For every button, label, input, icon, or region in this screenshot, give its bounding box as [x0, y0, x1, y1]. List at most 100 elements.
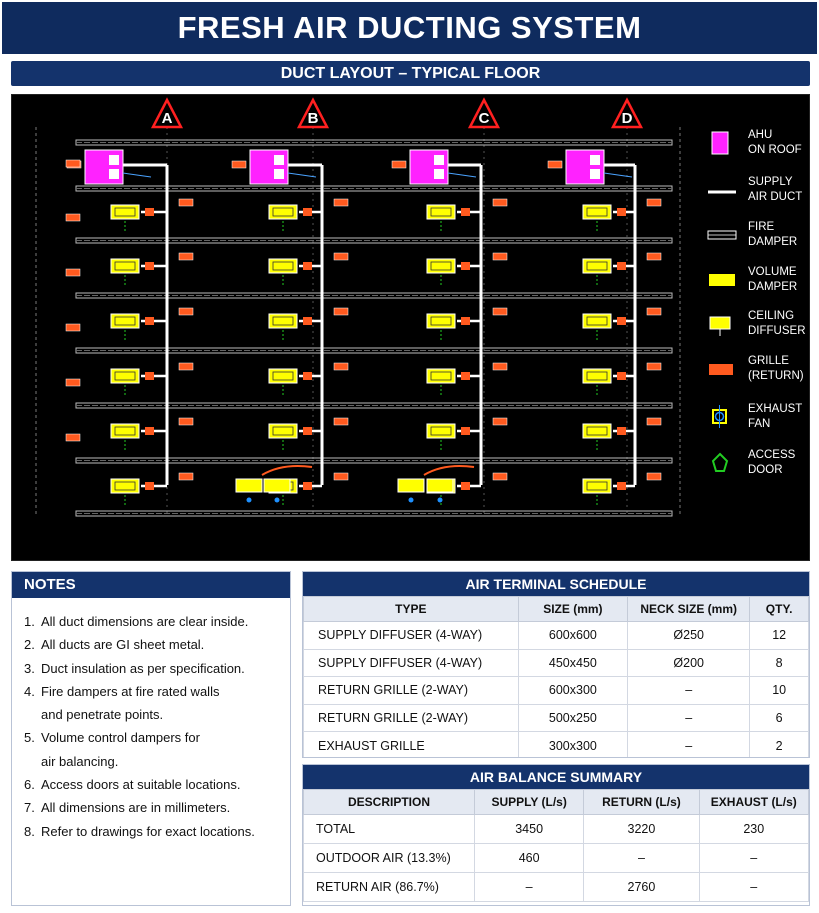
branch-grille [145, 372, 154, 380]
ahu-detail [590, 169, 600, 179]
ahu-detail [109, 169, 119, 179]
note-number: 6. [24, 777, 35, 793]
branch-grille [145, 208, 154, 216]
volume-damper [110, 258, 140, 274]
note-item: 8.Refer to drawings for exact locations. [24, 820, 290, 843]
volume-damper [397, 478, 425, 493]
legend-line1: SUPPLY [748, 176, 793, 188]
exhaust-line [447, 172, 477, 178]
legend-line2: DOOR [748, 464, 783, 476]
grid-marker-triangle [467, 97, 501, 129]
grille-return [65, 378, 81, 387]
table-cell: Ø250 [627, 621, 751, 650]
grid-label: B [308, 110, 319, 127]
volume-damper [268, 258, 298, 274]
ahu-detail [590, 155, 600, 165]
volume-damper-inner [272, 426, 294, 436]
note-number: 4. [24, 683, 35, 699]
note-number: 5. [24, 730, 35, 746]
table-cell: 300x300 [517, 731, 629, 757]
grille-return [391, 160, 407, 169]
branch-grille [617, 427, 626, 435]
grille-return [646, 472, 662, 481]
grille-return [492, 307, 508, 316]
legend-line2: DIFFUSER [748, 325, 806, 337]
volume-damper [582, 258, 612, 274]
table-cell: Ø200 [627, 648, 751, 678]
note-text: Fire dampers at fire rated walls and pen… [41, 683, 220, 723]
note-number: 8. [24, 823, 35, 839]
grille-return [646, 417, 662, 426]
grille-return [178, 417, 194, 426]
volume-damper [110, 423, 140, 439]
table-cell: – [627, 731, 751, 757]
schedule-column-header: TYPE [303, 596, 519, 622]
volume-damper [110, 368, 140, 384]
legend-line2: DAMPER [748, 236, 798, 248]
legend-line2: DAMPER [748, 281, 798, 293]
volume-damper-inner [114, 207, 136, 217]
volume-damper-inner [586, 371, 608, 381]
volume-damper [268, 423, 298, 439]
note-item: 7. All dimensions are in millimeters. [24, 796, 290, 819]
volume-damper-inner [272, 261, 294, 271]
air-balance-summary-heading: AIR BALANCE SUMMARY [303, 765, 809, 789]
volume-damper-inner [272, 316, 294, 326]
note-text: Access doors at suitable locations. [41, 777, 241, 793]
grille-return [178, 362, 194, 371]
table-cell: – [583, 843, 700, 873]
grille-return [646, 307, 662, 316]
branch-grille [461, 317, 470, 325]
note-item: 6. Access doors at suitable locations. [24, 773, 290, 796]
table-cell: EXHAUST GRILLE [303, 731, 519, 757]
grille-return [178, 472, 194, 481]
volume-damper-inner [586, 481, 608, 491]
grille-return [646, 252, 662, 261]
table-cell: SUPPLY DIFFUSER (4-WAY) [303, 648, 519, 678]
grille-return [492, 198, 508, 207]
volume-damper [582, 368, 612, 384]
ahu-detail [274, 155, 284, 165]
schedule-column-header: QTY. [749, 596, 809, 622]
grille-return [333, 198, 349, 207]
air-terminal-schedule-heading: AIR TERMINAL SCHEDULE [303, 572, 809, 596]
volume-damper [268, 368, 298, 384]
branch-grille [461, 262, 470, 270]
grille-return [333, 252, 349, 261]
legend-line1: VOLUME [748, 266, 797, 278]
legend-item-label: GRILLE(RETURN) [748, 354, 804, 384]
table-cell: 6 [749, 703, 809, 733]
access-door-icon [711, 452, 729, 472]
legend-line1: CEILING [748, 310, 795, 322]
grid-marker-triangle [296, 97, 330, 129]
legend-line1: EXHAUST [748, 403, 803, 415]
volume-damper [582, 204, 612, 220]
branch-grille [145, 262, 154, 270]
grid-marker: D [610, 97, 644, 129]
grid-marker: C [467, 97, 501, 129]
note-text: Volume control dampers for air balancing… [41, 730, 200, 769]
note-text: Duct insulation as per specification. [41, 660, 245, 676]
volume-damper-inner [114, 426, 136, 436]
grille-return [65, 268, 81, 277]
note-number: 7. [24, 800, 35, 816]
volume-damper [426, 258, 456, 274]
volume-damper-inner [586, 207, 608, 217]
table-cell: 12 [749, 621, 809, 650]
ahu-detail [109, 155, 119, 165]
branch-grille [303, 317, 312, 325]
exhaust-line [603, 172, 633, 178]
note-text: All dimensions are in millimeters. [41, 800, 231, 816]
table-cell: RETURN GRILLE (2-WAY) [303, 676, 519, 705]
volume-damper [110, 204, 140, 220]
drawing-subtitle: DUCT LAYOUT – TYPICAL FLOOR [11, 61, 810, 86]
volume-damper [582, 478, 612, 494]
